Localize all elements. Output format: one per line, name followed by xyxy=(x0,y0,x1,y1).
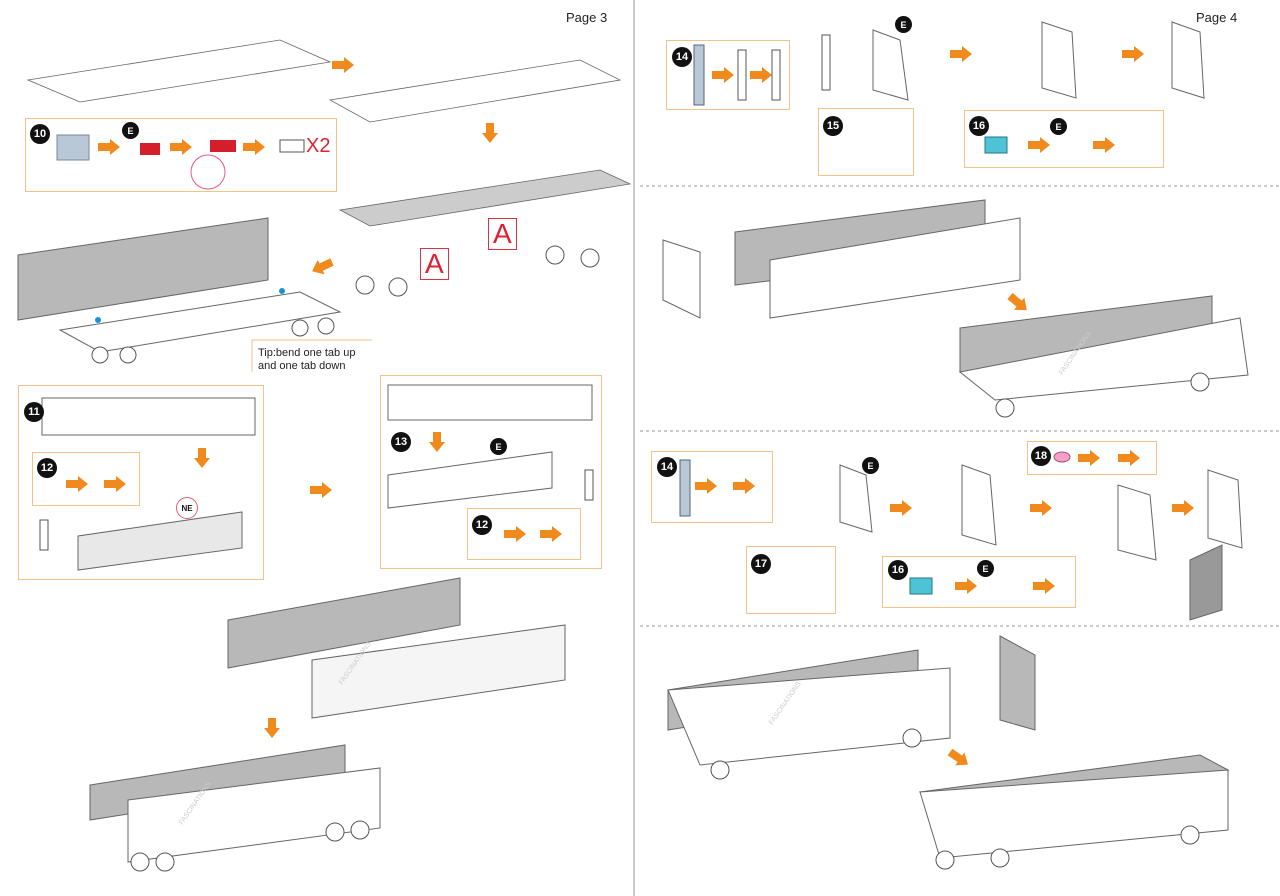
step-10-badge: 10 xyxy=(30,124,50,144)
step-10-box xyxy=(25,118,337,192)
step-12-badge: 12 xyxy=(37,458,57,478)
part-e-label: E xyxy=(490,438,507,455)
chassis-top xyxy=(26,39,632,227)
part-e-label: E xyxy=(895,16,912,33)
step-16-badge: 16 xyxy=(969,116,989,136)
step-15-badge: 15 xyxy=(823,116,843,136)
page-number-right: Page 4 xyxy=(1196,10,1238,25)
step-14-badge: 14 xyxy=(672,47,692,67)
step-16-badge: 16 xyxy=(888,560,908,580)
step-17-badge: 17 xyxy=(751,554,771,574)
quantity-label: X2 xyxy=(306,135,331,157)
step-18-badge: 18 xyxy=(1031,446,1051,466)
step-14-box xyxy=(666,40,790,110)
step-14-badge: 14 xyxy=(657,457,677,477)
part-e-label: E xyxy=(862,457,879,474)
page-number-left: Page 3 xyxy=(566,10,608,25)
part-a-label: A xyxy=(420,248,449,280)
step-16-box xyxy=(882,556,1076,608)
step-12-box xyxy=(32,452,140,506)
tip-line: Tip:bend one tab up xyxy=(258,347,356,359)
step-14-box xyxy=(651,451,773,523)
step-11-badge: 11 xyxy=(24,402,44,422)
step-16-box xyxy=(964,110,1164,168)
step-13-badge: 13 xyxy=(391,432,411,452)
bogies xyxy=(355,245,600,297)
step-13-box xyxy=(380,375,602,569)
part-e-label: E xyxy=(1050,118,1067,135)
part-e-label: E xyxy=(977,560,994,577)
step-15-box xyxy=(818,108,914,176)
part-e-label: E xyxy=(122,122,139,139)
step-18-box xyxy=(1027,441,1157,475)
step-17-box xyxy=(746,546,836,614)
step-12-badge: 12 xyxy=(472,515,492,535)
step-12-box xyxy=(467,508,581,560)
part-a-label: A xyxy=(488,218,517,250)
car-side-assembly xyxy=(17,217,342,364)
part-ne-label: NE xyxy=(176,497,198,519)
tip-text: Tip:bend one tab up and one tab down xyxy=(258,347,355,373)
tip-line: and one tab down xyxy=(258,360,346,372)
step-11-box xyxy=(18,385,264,580)
